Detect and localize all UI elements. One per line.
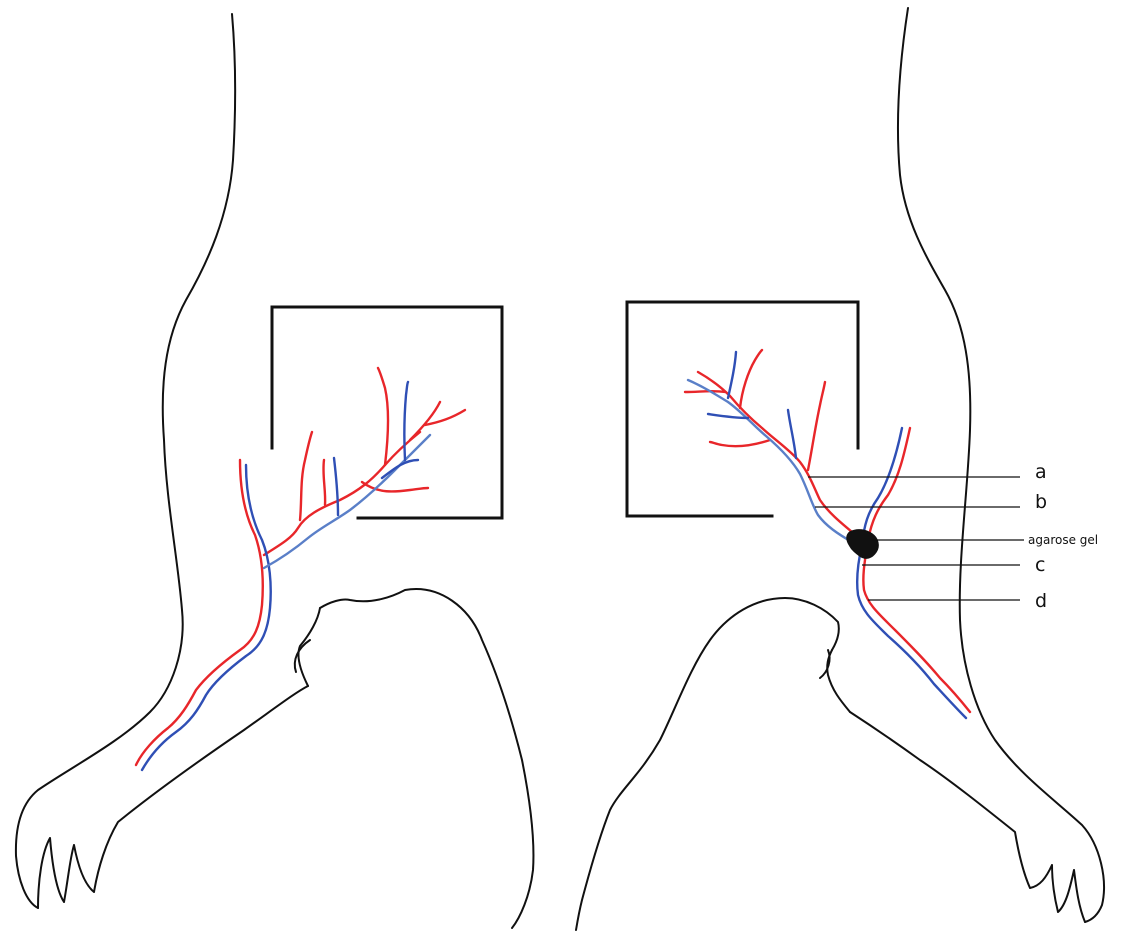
label-agarose-gel: agarose gel [1028,533,1098,547]
left-vein-branch-up [404,382,408,460]
left-paw-toes [38,686,308,908]
left-artery-branch-lower [362,482,428,492]
right-artery-branch-left [685,391,725,392]
right-limb [827,8,1104,922]
label-d: d [1035,590,1047,612]
left-artery-branch-up-2 [378,368,388,465]
right-vein-branch-main [688,380,852,542]
right-artery-branch-main [698,372,852,532]
agarose-gel-blob [847,530,878,558]
label-c: c [1035,554,1045,576]
right-torso [576,598,839,930]
right-artery-branch-up-1 [740,350,762,408]
left-body-outline [16,14,235,908]
left-femoral-artery [136,460,263,765]
right-paw-toes [850,712,1085,922]
left-torso [295,589,534,928]
left-torso-notch [295,640,310,672]
left-artery-branch-mid [323,460,325,505]
label-a: a [1035,461,1047,483]
left-limb [16,14,320,908]
right-vein-branch-up-1 [728,352,736,398]
left-artery-branch-up-1 [300,432,312,520]
right-artery-branch-up-2 [808,382,825,470]
right-torso-outline [576,598,839,930]
label-leaders [808,477,1024,600]
right-femoral-artery [863,428,970,712]
right-artery-branch-low [710,440,770,446]
left-artery-branch-main [264,432,420,555]
labels: a b agarose gel c d [1028,461,1098,612]
right-femoral-vein [857,428,966,718]
label-b: b [1035,491,1047,513]
left-vein-branch-mid [334,458,338,515]
right-body-outline [898,8,1104,922]
left-torso-outline [320,589,533,928]
right-limb-inner-outline [827,650,850,712]
left-artery-branch-right-1 [410,402,440,440]
left-vessels [136,368,465,770]
